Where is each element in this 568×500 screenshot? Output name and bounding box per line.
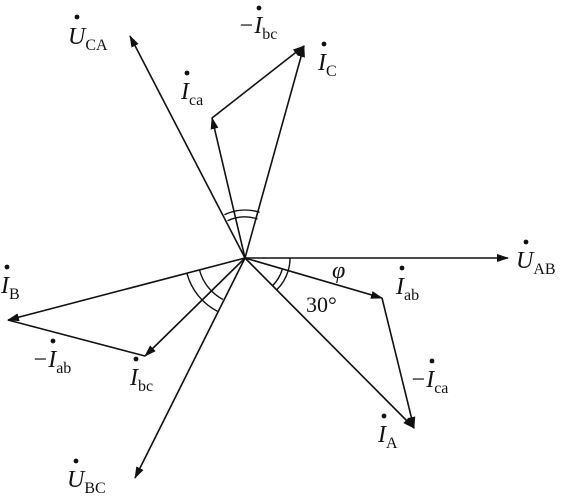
- svg-text:−Iab: −Iab: [32, 347, 71, 377]
- svg-text:UAB: UAB: [516, 248, 556, 278]
- angle-arc-left-outer: [198, 269, 224, 301]
- label-i-ab: Iab: [395, 265, 419, 304]
- svg-text:UCA: UCA: [68, 24, 108, 54]
- vector-i-b: [7, 257, 246, 322]
- svg-text:IA: IA: [377, 422, 398, 452]
- label-i-ca: Ica: [180, 70, 203, 109]
- label-neg-i-ab: −Iab: [32, 338, 71, 377]
- label-neg-i-ca: −Ica: [410, 358, 448, 397]
- angle-arc-top-outer: [224, 209, 260, 216]
- label-u-bc: UBC: [67, 458, 106, 497]
- svg-text:−Ibc: −Ibc: [238, 13, 277, 43]
- svg-text:UBC: UBC: [67, 467, 106, 497]
- svg-text:Ibc: Ibc: [129, 365, 153, 395]
- vector-u-bc: [134, 257, 246, 479]
- label-i-c: IC: [317, 41, 337, 80]
- vector-i-bc: [144, 257, 246, 357]
- label-neg-i-bc: −Ibc: [238, 5, 277, 43]
- svg-text:−Ica: −Ica: [410, 367, 448, 397]
- angle-arc-phi: [287, 257, 291, 271]
- angle-arc-top-inner: [227, 216, 258, 222]
- angle-arc-30-inner: [272, 268, 284, 287]
- label-i-a: IA: [377, 413, 398, 452]
- svg-text:Ica: Ica: [180, 79, 203, 109]
- svg-text:Iab: Iab: [395, 274, 419, 304]
- vector-i-c: [244, 45, 305, 259]
- vector-neg-i-ca: [381, 297, 416, 429]
- label-i-bc: Ibc: [129, 356, 153, 395]
- annotation-phi: φ: [332, 258, 345, 284]
- vector-neg-i-bc: [211, 45, 305, 119]
- label-u-ab: UAB: [516, 239, 556, 278]
- label-u-ca: UCA: [68, 14, 108, 54]
- annotation-30-degrees: 30°: [306, 292, 337, 317]
- vector-i-ab: [244, 257, 383, 299]
- label-i-b: IB: [0, 264, 20, 303]
- vector-i-a: [244, 257, 415, 429]
- vector-u-ca: [129, 35, 246, 259]
- svg-text:IC: IC: [317, 50, 337, 80]
- angle-arc-30-outer: [276, 270, 289, 291]
- vector-neg-i-ab: [7, 319, 146, 357]
- svg-text:IB: IB: [0, 273, 20, 303]
- vector-i-ca: [210, 117, 246, 259]
- angle-arc-left-inner: [186, 273, 219, 313]
